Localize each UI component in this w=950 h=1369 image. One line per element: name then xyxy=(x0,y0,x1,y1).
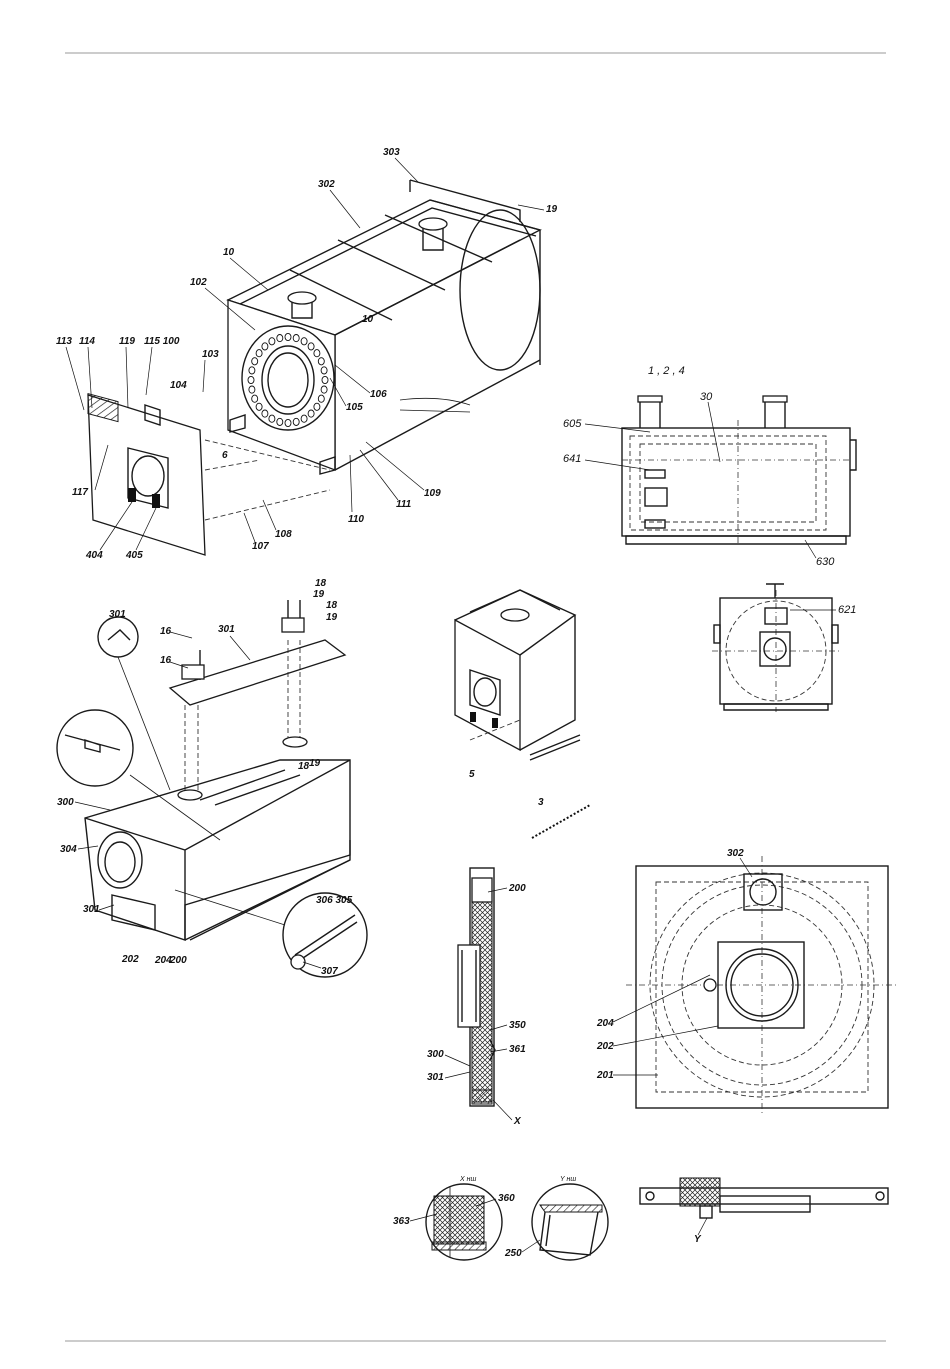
callout-110: 110 xyxy=(348,514,364,525)
callout-19b: 19 xyxy=(313,589,325,600)
callout-103: 103 xyxy=(202,349,219,360)
callout-361: 361 xyxy=(509,1044,526,1055)
callout-18c: 18 xyxy=(298,761,310,772)
rear-elevation-view xyxy=(712,584,840,712)
callout-104: 104 xyxy=(170,380,187,391)
callout-202b: 202 xyxy=(596,1041,614,1052)
callout-605: 605 xyxy=(563,418,582,430)
callout-404: 404 xyxy=(85,550,103,561)
callout-115-100: 115 100 xyxy=(144,336,180,347)
door-cross-section xyxy=(458,868,495,1106)
callout-19d: 19 xyxy=(309,758,321,769)
callout-y: Y xyxy=(694,1234,702,1245)
callout-350: 350 xyxy=(509,1020,526,1031)
callout-301d: 301 xyxy=(427,1072,444,1083)
callout-306-305: 306 305 xyxy=(316,895,353,906)
callout-117: 117 xyxy=(72,487,88,498)
callout-301c: 301 xyxy=(83,904,100,915)
callout-304: 304 xyxy=(60,844,77,855)
callout-109: 109 xyxy=(424,488,441,499)
casing-exploded-view xyxy=(57,600,367,977)
spring-part xyxy=(532,805,590,838)
callout-5: 5 xyxy=(469,769,475,780)
callout-200a: 200 xyxy=(169,955,187,966)
callout-363: 363 xyxy=(393,1216,410,1227)
callout-16a: 16 xyxy=(160,626,172,637)
callout-10: 10 xyxy=(223,247,235,258)
callout-19c: 19 xyxy=(326,612,338,623)
callout-200b: 200 xyxy=(508,883,526,894)
callout-301a: 301 xyxy=(109,609,126,620)
callout-111: 111 xyxy=(396,499,412,510)
callout-107: 107 xyxy=(252,541,269,552)
callout-307: 307 xyxy=(321,966,338,977)
callout-3: 3 xyxy=(538,797,544,808)
callout-16b: 16 xyxy=(160,655,172,666)
callout-360: 360 xyxy=(498,1193,515,1204)
callout-300b: 300 xyxy=(427,1049,444,1060)
detail-y xyxy=(532,1184,608,1260)
callout-106: 106 xyxy=(370,389,387,400)
callout-105: 105 xyxy=(346,402,363,413)
side-elevation-view xyxy=(622,396,856,544)
callout-301b: 301 xyxy=(218,624,235,635)
callout-119: 119 xyxy=(119,336,135,347)
callout-630: 630 xyxy=(816,556,835,568)
callout-19: 19 xyxy=(546,204,558,215)
callout-621: 621 xyxy=(838,604,856,616)
callout-303: 303 xyxy=(383,147,400,158)
door-bottom-section xyxy=(640,1178,888,1218)
callout-6: 6 xyxy=(222,450,228,461)
callout-18a: 18 xyxy=(315,578,327,589)
callout-18b: 18 xyxy=(326,600,338,611)
callout-108: 108 xyxy=(275,529,292,540)
callout-202a: 202 xyxy=(121,954,139,965)
callout-10b: 10 xyxy=(362,314,374,325)
callout-x: X xyxy=(513,1116,522,1127)
front-door-view xyxy=(626,856,898,1116)
callout-250: 250 xyxy=(504,1248,522,1259)
boiler-body-exploded-view xyxy=(88,180,540,555)
detail-y-title: Y нш xyxy=(560,1176,576,1183)
callout-30: 30 xyxy=(700,391,713,403)
callout-113: 113 xyxy=(56,336,72,347)
callout-114: 114 xyxy=(79,336,95,347)
callout-302b: 302 xyxy=(727,848,744,859)
callout-102: 102 xyxy=(190,277,207,288)
callout-300a: 300 xyxy=(57,797,74,808)
callout-302: 302 xyxy=(318,179,335,190)
callout-405: 405 xyxy=(125,550,143,561)
detail-x-title: X нш xyxy=(459,1176,476,1183)
detail-x xyxy=(426,1184,502,1260)
callout-1-2-4: 1 , 2 , 4 xyxy=(648,365,685,377)
assembled-isometric-view xyxy=(455,590,580,760)
callout-201: 201 xyxy=(596,1070,614,1081)
callout-204b: 204 xyxy=(596,1018,614,1029)
callout-641: 641 xyxy=(563,453,581,465)
